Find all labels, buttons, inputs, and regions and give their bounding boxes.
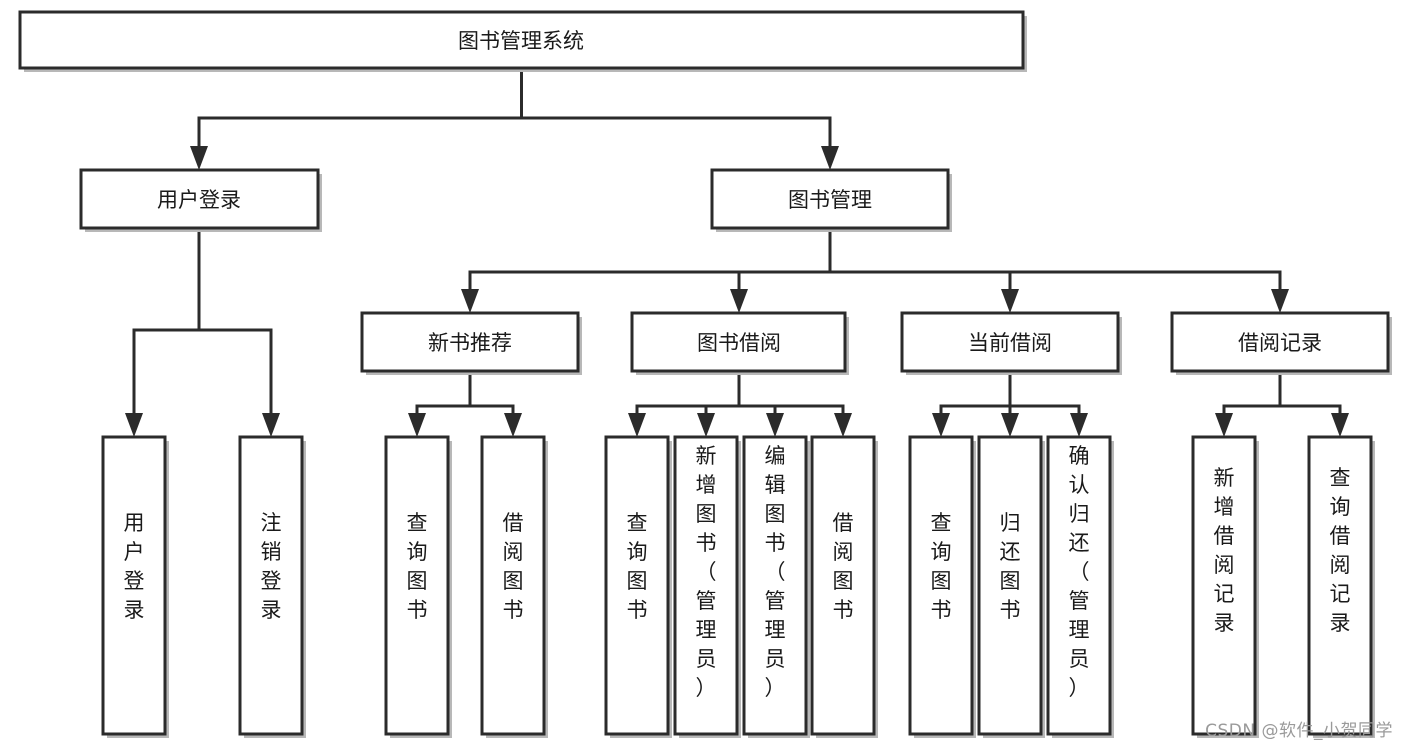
- leaf-node[interactable]: 注销登录: [238, 435, 306, 738]
- arrowhead-l3-1: [461, 289, 479, 313]
- leaf-node[interactable]: 借阅图书: [480, 435, 548, 738]
- arrowhead-book-manage: [821, 146, 839, 170]
- leaf-node[interactable]: 借阅图书: [810, 435, 878, 738]
- leaf-label: 确认归还（管理员）: [1069, 444, 1090, 700]
- leaf-node[interactable]: 编辑图书（管理员）: [742, 435, 810, 738]
- current-borrow-box[interactable]: [900, 311, 1120, 373]
- leaf-box[interactable]: [1191, 435, 1257, 736]
- root-box[interactable]: [18, 10, 1025, 70]
- node-book-borrow[interactable]: 图书借阅: [630, 311, 849, 375]
- arrowhead-nbr-1: [408, 413, 426, 437]
- root-label: 图书管理系统: [458, 29, 584, 53]
- leaf-label: 注销登录: [261, 511, 282, 622]
- leaf-box[interactable]: [977, 435, 1043, 736]
- leaf-box[interactable]: [604, 435, 670, 736]
- arrowhead-cb-1: [932, 413, 950, 437]
- connectors: [125, 66, 1349, 437]
- book-manage-box[interactable]: [710, 168, 950, 230]
- leaf-label: 借阅图书: [833, 511, 854, 622]
- node-current-borrow[interactable]: 当前借阅: [900, 311, 1122, 375]
- leaf-node[interactable]: 查询借阅记录: [1307, 435, 1375, 738]
- arrowhead-cb-3: [1070, 413, 1088, 437]
- new-book-recommend-box[interactable]: [360, 311, 580, 373]
- leaf-label: 查询图书: [627, 511, 648, 622]
- book-borrow-label: 图书借阅: [697, 331, 781, 355]
- book-manage-label: 图书管理: [788, 188, 872, 212]
- arrowhead-br-2: [1331, 413, 1349, 437]
- arrowhead-l3-3: [1001, 289, 1019, 313]
- borrow-record-label: 借阅记录: [1238, 331, 1322, 355]
- leaf-box[interactable]: [480, 435, 546, 736]
- leaf-label: 查询借阅记录: [1330, 466, 1351, 635]
- leaf-node[interactable]: 新增图书（管理员）: [673, 435, 741, 738]
- leaf-box[interactable]: [810, 435, 876, 736]
- arrowhead-l3-2: [730, 289, 748, 313]
- leaf-box[interactable]: [1307, 435, 1373, 736]
- leaf-node[interactable]: 查询图书: [384, 435, 452, 738]
- node-new-book-recommend[interactable]: 新书推荐: [360, 311, 582, 375]
- leaf-box[interactable]: [908, 435, 974, 736]
- node-root[interactable]: 图书管理系统: [18, 10, 1027, 72]
- leaf-box[interactable]: [384, 435, 450, 736]
- user-login-box[interactable]: [79, 168, 320, 230]
- arrowhead-bb-2: [697, 413, 715, 437]
- leaf-box[interactable]: [238, 435, 304, 736]
- leaf-node[interactable]: 确认归还（管理员）: [1046, 435, 1114, 738]
- arrowhead-ul-1: [125, 413, 143, 437]
- leaf-label: 新增图书（管理员）: [696, 444, 717, 700]
- user-login-label: 用户登录: [157, 188, 241, 212]
- arrowhead-ul-2: [262, 413, 280, 437]
- leaf-node[interactable]: 查询图书: [604, 435, 672, 738]
- arrowhead-bb-1: [628, 413, 646, 437]
- node-book-manage[interactable]: 图书管理: [710, 168, 952, 232]
- book-borrow-box[interactable]: [630, 311, 847, 373]
- arrowhead-bb-3: [766, 413, 784, 437]
- leaf-label: 查询图书: [931, 511, 952, 622]
- new-book-recommend-label: 新书推荐: [428, 331, 512, 355]
- arrowhead-nbr-2: [504, 413, 522, 437]
- leaf-label: 用户登录: [124, 511, 145, 622]
- leaf-label: 借阅图书: [503, 511, 524, 622]
- leaf-label: 归还图书: [1000, 511, 1021, 622]
- leaf-label: 新增借阅记录: [1214, 466, 1235, 635]
- leaf-box[interactable]: [673, 435, 739, 736]
- arrowhead-br-1: [1215, 413, 1233, 437]
- leaf-node[interactable]: 用户登录: [101, 435, 169, 738]
- leaf-box[interactable]: [1046, 435, 1112, 736]
- current-borrow-label: 当前借阅: [968, 331, 1052, 355]
- node-user-login[interactable]: 用户登录: [79, 168, 322, 232]
- arrowhead-user-login: [190, 146, 208, 170]
- leaf-box[interactable]: [742, 435, 808, 736]
- arrowhead-l3-4: [1271, 289, 1289, 313]
- leaf-node[interactable]: 归还图书: [977, 435, 1045, 738]
- arrowhead-bb-4: [834, 413, 852, 437]
- node-borrow-record[interactable]: 借阅记录: [1170, 311, 1392, 375]
- leaf-node[interactable]: 新增借阅记录: [1191, 435, 1259, 738]
- leaf-node[interactable]: 查询图书: [908, 435, 976, 738]
- arrowhead-cb-2: [1001, 413, 1019, 437]
- leaf-label: 查询图书: [407, 511, 428, 622]
- leaf-label: 编辑图书（管理员）: [765, 444, 786, 700]
- borrow-record-box[interactable]: [1170, 311, 1390, 373]
- leaf-box[interactable]: [101, 435, 167, 736]
